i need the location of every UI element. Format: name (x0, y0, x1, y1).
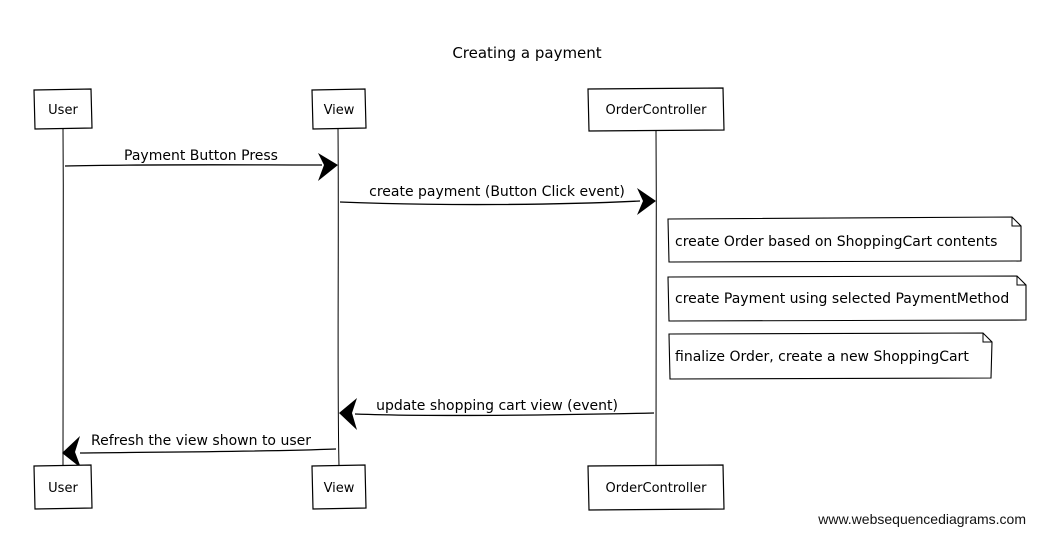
message-arrow-line (79, 448, 337, 454)
note-text: create Order based on ShoppingCart conte… (675, 234, 997, 250)
note-text: finalize Order, create a new ShoppingCar… (675, 349, 969, 365)
participant-box (587, 464, 725, 511)
message-arrow-line (339, 200, 641, 206)
participant-box (311, 464, 367, 510)
participant-label: OrderController (606, 103, 708, 118)
participant-controller-top: OrderController (587, 87, 725, 132)
note-box (667, 216, 1022, 263)
lifeline-controller (655, 129, 657, 467)
message-label: update shopping cart view (event) (376, 398, 618, 414)
message-1: Payment Button Press (64, 148, 338, 181)
arrowhead-icon (62, 436, 81, 468)
participant-box (33, 464, 93, 510)
note-box (667, 275, 1027, 322)
arrowhead-icon (637, 188, 656, 215)
message-label: Payment Button Press (124, 148, 278, 164)
note-text: create Payment using selected PaymentMet… (675, 291, 1009, 307)
note-fold-icon (1016, 276, 1026, 286)
lifeline-view (337, 127, 340, 467)
participant-label: User (48, 481, 78, 496)
arrowhead-icon (318, 153, 338, 181)
participant-label: View (324, 481, 355, 496)
message-3: update shopping cart view (event) (339, 398, 655, 430)
note-2: create Payment using selected PaymentMet… (667, 275, 1027, 322)
participant-box (311, 88, 367, 130)
participant-label: View (324, 103, 355, 118)
note-1: create Order based on ShoppingCart conte… (667, 216, 1022, 263)
arrowhead-icon (339, 398, 357, 430)
lifeline-user (62, 127, 64, 467)
participant-view-bottom: View (311, 464, 367, 510)
watermark: www.websequencediagrams.com (818, 511, 1026, 527)
message-arrow-line (354, 412, 655, 417)
participant-box (587, 87, 725, 132)
message-arrow-line (64, 164, 323, 167)
note-box (668, 332, 993, 380)
participant-user-bottom: User (33, 464, 93, 510)
participant-user-top: User (33, 88, 93, 130)
diagram-title: Creating a payment (452, 44, 601, 62)
note-fold-icon (1011, 217, 1021, 227)
message-label: Refresh the view shown to user (91, 433, 311, 449)
participant-label: User (48, 103, 78, 118)
participant-view-top: View (311, 88, 367, 130)
participant-box (33, 88, 93, 130)
participant-label: OrderController (606, 481, 708, 496)
participant-controller-bottom: OrderController (587, 464, 725, 511)
message-2: create payment (Button Click event) (339, 184, 656, 215)
note-fold-icon (982, 333, 992, 343)
message-4: Refresh the view shown to user (62, 433, 337, 468)
message-label: create payment (Button Click event) (369, 184, 625, 200)
note-3: finalize Order, create a new ShoppingCar… (668, 332, 993, 380)
